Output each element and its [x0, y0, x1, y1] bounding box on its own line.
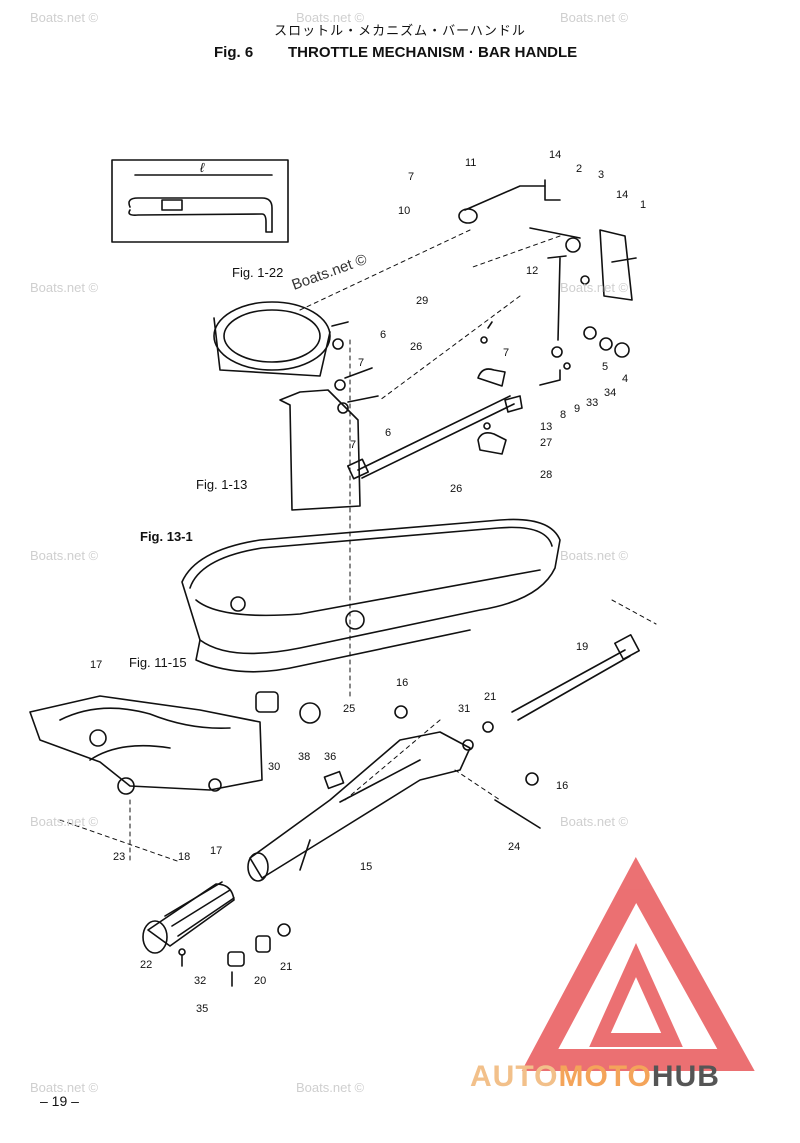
part-label: 2 [576, 163, 582, 175]
part-label: 4 [622, 373, 628, 385]
part-label: 15 [360, 861, 372, 873]
part-label: 1 [640, 199, 646, 211]
page-number: – 19 – [40, 1093, 79, 1109]
part-label: 7 [350, 439, 356, 451]
part-label: 14 [549, 149, 561, 161]
part-label: 6 [380, 329, 386, 341]
part-label: 26 [450, 483, 462, 495]
fig-ref-11-15: Fig. 11-15 [129, 655, 187, 670]
watermark-text: Boats.net © [30, 10, 99, 25]
logo-part-auto: AUTO [470, 1060, 559, 1093]
fig-ref-1-13: Fig. 1-13 [196, 477, 247, 492]
watermark-text: Boats.net © [560, 280, 629, 295]
part-label: 17 [90, 659, 102, 671]
part-label: 24 [508, 841, 520, 853]
part-label: 35 [196, 1003, 208, 1015]
automotohub-logo-mark [521, 856, 755, 1071]
fig-ref-13-1: Fig. 13-1 [140, 529, 193, 544]
part-label: 33 [586, 397, 598, 409]
logo-part-hub: HUB [651, 1060, 720, 1093]
part-label: 25 [343, 703, 355, 715]
part-label: 18 [178, 851, 190, 863]
part-label: 22 [140, 959, 152, 971]
automotohub-logo-text: AUTOMOTOHUB [470, 1060, 720, 1094]
part-label: 30 [268, 761, 280, 773]
watermark-text: Boats.net © [296, 10, 365, 25]
part-label: 8 [560, 409, 566, 421]
part-label: 34 [604, 387, 616, 399]
watermark-text: Boats.net © [30, 280, 99, 295]
part-label: 16 [556, 780, 568, 792]
part-label: 13 [540, 421, 552, 433]
part-label: 7 [358, 357, 364, 369]
part-label: 5 [602, 361, 608, 373]
part-label: 29 [416, 295, 428, 307]
part-label: 12 [526, 265, 538, 277]
part-label: 11 [465, 157, 476, 169]
part-label: 14 [616, 189, 628, 201]
figure-title: THROTTLE MECHANISM · BAR HANDLE [288, 44, 578, 61]
part-label: 28 [540, 469, 552, 481]
part-labels: 11 14 7 2 3 14 1 10 12 29 6 7 26 7 5 4 6… [90, 149, 646, 1015]
part-label: 16 [396, 677, 408, 689]
part-label: 23 [113, 851, 125, 863]
part-label: 36 [324, 751, 336, 763]
watermark-text: Boats.net © [30, 548, 99, 563]
part-label: 20 [254, 975, 266, 987]
inset-box [111, 159, 289, 243]
japanese-title: スロットル・メカニズム・バーハンドル [274, 24, 526, 39]
fig-ref-1-22: Fig. 1-22 [232, 265, 283, 280]
logo-part-moto: MOTO [558, 1060, 652, 1093]
part-label: 38 [298, 751, 310, 763]
part-label: 9 [574, 403, 580, 415]
watermark-text: Boats.net © [560, 814, 629, 829]
figure-number: Fig. 6 [214, 44, 254, 61]
part-label: 26 [410, 341, 422, 353]
part-label: 19 [576, 641, 588, 653]
part-label: 17 [210, 845, 222, 857]
part-label: 6 [385, 427, 391, 439]
part-label: 3 [598, 169, 604, 181]
watermarks: Boats.net © Boats.net © Boats.net © Boat… [30, 10, 629, 1095]
inset-dimension-label: ℓ [200, 160, 205, 175]
watermark-text: Boats.net © [560, 548, 629, 563]
watermark-text: Boats.net © [296, 1080, 365, 1095]
part-label: 7 [408, 171, 414, 183]
part-label: 10 [398, 205, 410, 217]
part-label: 21 [484, 691, 496, 703]
watermark-text-dark: Boats.net © [290, 251, 370, 294]
watermark-text: Boats.net © [30, 1080, 99, 1095]
part-label: 27 [540, 437, 552, 449]
part-label: 31 [458, 703, 470, 715]
part-label: 32 [194, 975, 206, 987]
part-label: 21 [280, 961, 292, 973]
watermark-text: Boats.net © [560, 10, 629, 25]
part-label: 7 [503, 347, 509, 359]
watermark-text: Boats.net © [30, 814, 99, 829]
